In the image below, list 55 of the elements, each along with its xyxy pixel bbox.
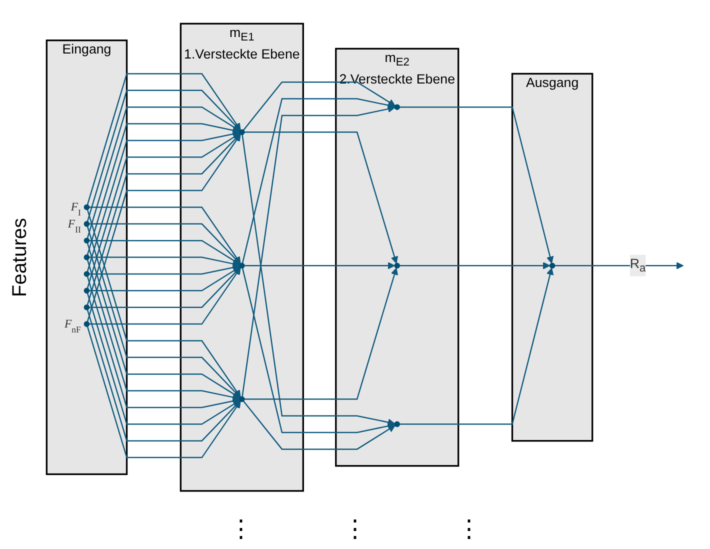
- arrow: [554, 262, 684, 270]
- arrow: [86, 123, 240, 256]
- arrow: [242, 134, 395, 426]
- node-circle: [239, 129, 245, 136]
- node-circle: [84, 288, 90, 294]
- arrow: [243, 82, 396, 131]
- node-circle: [239, 262, 245, 269]
- node-circle: [84, 321, 90, 328]
- node-circle: [394, 421, 400, 428]
- node-circle: [84, 221, 90, 228]
- node-circle: [84, 304, 90, 310]
- arrow: [400, 262, 550, 270]
- neuron-label: F$_{II}$: [68, 217, 81, 234]
- cluster: m$_{E2}$ 2.Versteckte Ebene: [335, 48, 460, 467]
- arrow: [89, 268, 241, 325]
- arrow: [242, 268, 395, 434]
- cluster: m$_{E1}$ 1.Versteckte Ebene: [180, 23, 304, 492]
- arrow: [244, 268, 398, 400]
- arrow: [89, 267, 241, 308]
- neuron-label: F$_{nF}$: [64, 318, 81, 335]
- arrow: [400, 106, 554, 264]
- node-circle: [394, 104, 400, 110]
- node-circle: [239, 396, 245, 402]
- node-circle: [84, 204, 90, 210]
- arrow: [400, 268, 554, 425]
- arrow: [89, 240, 240, 265]
- node-circle: [549, 262, 556, 269]
- arrow: [89, 266, 240, 292]
- arrow: [89, 264, 240, 275]
- axis-label: Features: [8, 218, 32, 297]
- arrow: [86, 276, 240, 408]
- node-circle: [84, 238, 90, 244]
- node-circle: [84, 271, 90, 278]
- neuron-label: F$_{I}$: [70, 200, 81, 218]
- node-circle: [394, 262, 400, 269]
- arrow: [86, 310, 241, 442]
- arrow: [244, 262, 395, 270]
- arrow: [86, 90, 241, 222]
- arrow: [89, 206, 241, 264]
- ellipsis-label: ⋮: [457, 515, 481, 545]
- node-circle: [84, 254, 90, 260]
- ellipsis-label: ⋮: [229, 515, 253, 545]
- arrow: [89, 256, 240, 268]
- arrow: [242, 106, 395, 397]
- arrow: [89, 224, 241, 264]
- arrow: [243, 400, 396, 450]
- arrow: [86, 106, 240, 239]
- ellipsis-label: ⋮: [343, 515, 367, 545]
- arrow: [86, 293, 240, 425]
- arrow: [244, 132, 398, 264]
- arrow: [242, 98, 395, 264]
- arrow: [86, 326, 241, 458]
- arrow: [86, 73, 241, 206]
- cluster: Ausgang: [511, 73, 594, 442]
- edge-label: R$_{a}$: [630, 257, 646, 274]
